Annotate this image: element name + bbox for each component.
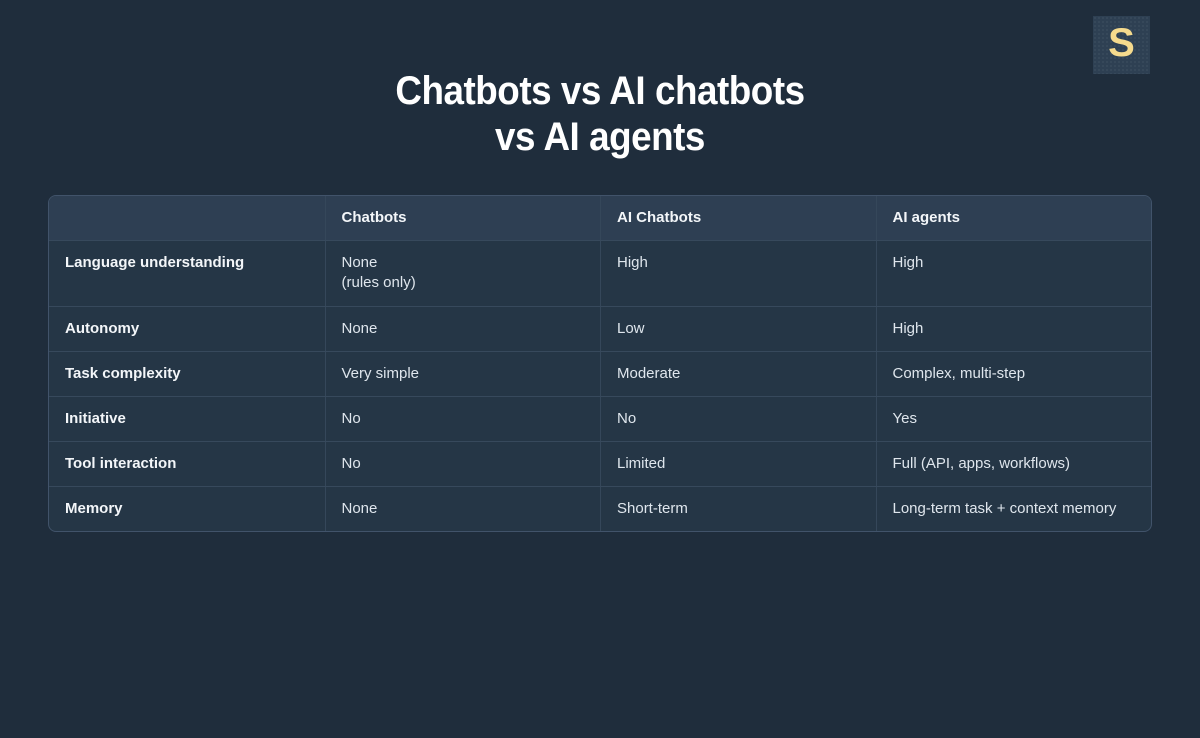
header-cell-empty <box>49 196 325 240</box>
page-title: Chatbots vs AI chatbots vs AI agents <box>48 68 1152 160</box>
header-cell-chatbots: Chatbots <box>324 196 601 240</box>
row-label-cell: Initiative <box>65 410 126 427</box>
value-cell: Very simple <box>324 352 601 396</box>
page-title-line2: vs AI agents <box>495 115 705 159</box>
table-row: Initiative No No Yes <box>49 396 1151 441</box>
value-cell: None <box>324 307 601 351</box>
row-label-cell: Task complexity <box>65 365 181 382</box>
value-cell: Yes <box>875 397 1152 441</box>
table-row: Language understanding None (rules only)… <box>49 240 1151 306</box>
value-cell: No <box>324 397 601 441</box>
table-row: Autonomy None Low High <box>49 306 1151 351</box>
value-cell: Low <box>600 307 876 351</box>
comparison-table: Chatbots AI Chatbots AI agents Language … <box>48 195 1152 532</box>
value-cell: None <box>324 487 601 531</box>
value-cell: Moderate <box>600 352 876 396</box>
value-cell: Complex, multi-step <box>875 352 1152 396</box>
value-cell: Long-term task + context memory <box>875 487 1152 531</box>
value-cell: High <box>600 241 876 306</box>
value-cell: Limited <box>600 442 876 486</box>
value-cell: No <box>600 397 876 441</box>
value-cell: No <box>324 442 601 486</box>
header-cell-ai-chatbots: AI Chatbots <box>600 196 876 240</box>
page-title-line1: Chatbots vs AI chatbots <box>395 69 805 113</box>
header-cell-ai-agents: AI agents <box>875 196 1152 240</box>
table-row: Tool interaction No Limited Full (API, a… <box>49 441 1151 486</box>
value-cell: Short-term <box>600 487 876 531</box>
table-row: Task complexity Very simple Moderate Com… <box>49 351 1151 396</box>
brand-logo-letter: S <box>1108 21 1135 65</box>
row-label-cell: Language understanding <box>65 254 245 271</box>
row-label-cell: Memory <box>65 500 123 517</box>
brand-logo: S <box>1093 16 1150 74</box>
value-cell: None (rules only) <box>324 241 601 306</box>
row-label-cell: Autonomy <box>65 320 140 337</box>
value-cell: High <box>875 307 1152 351</box>
table-row: Memory None Short-term Long-term task + … <box>49 486 1151 531</box>
value-cell: Full (API, apps, workflows) <box>875 442 1152 486</box>
row-label-cell: Tool interaction <box>65 455 177 472</box>
value-cell: High <box>875 241 1152 306</box>
table-header-row: Chatbots AI Chatbots AI agents <box>49 196 1151 240</box>
